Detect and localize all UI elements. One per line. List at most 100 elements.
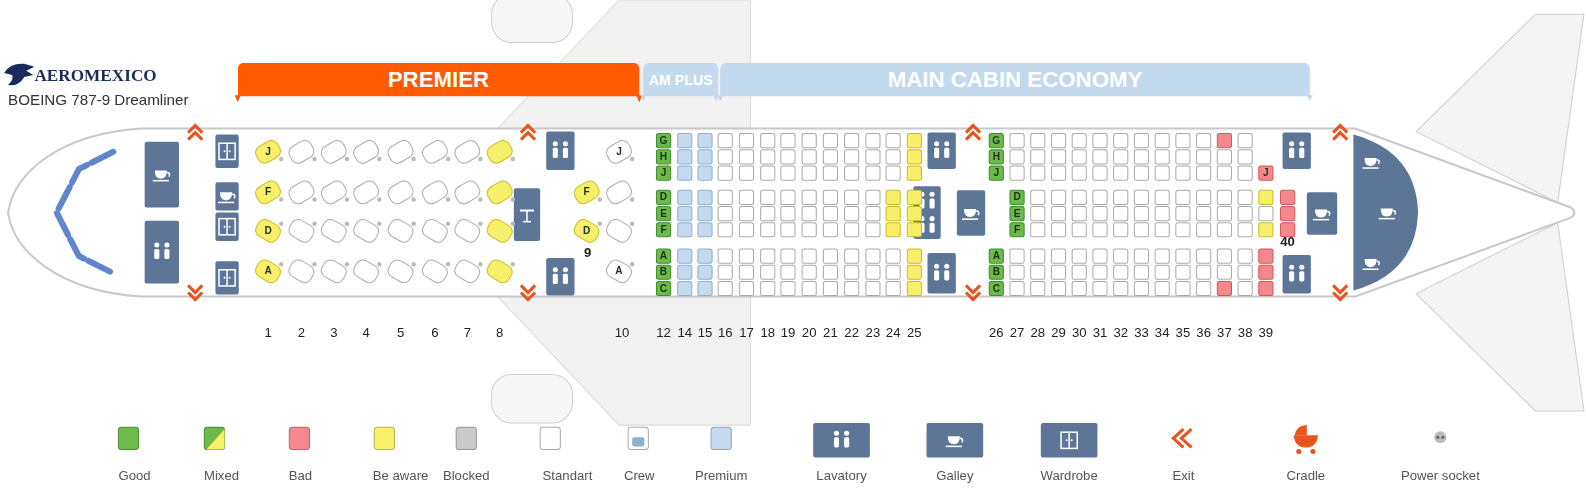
seat (1155, 134, 1169, 148)
seat (1176, 150, 1190, 164)
seat-letter: C (993, 283, 1000, 293)
seat-letter: H (993, 152, 1000, 162)
seat (907, 223, 921, 237)
crew-icon (628, 427, 648, 449)
power-socket (511, 157, 515, 161)
seat (1134, 206, 1148, 220)
seat (761, 281, 775, 295)
seat-letter: G (992, 136, 1000, 146)
seat (866, 265, 880, 279)
row-number: 12 (656, 325, 671, 338)
exit-arrow (1333, 133, 1347, 140)
seat (1072, 265, 1086, 279)
galley-icon (218, 202, 234, 204)
seat (1114, 134, 1128, 148)
seat-letter: D (583, 226, 590, 236)
legend-swatch (374, 427, 394, 449)
seat (678, 190, 692, 204)
premier-seat-shell (485, 138, 515, 166)
row-number: 19 (781, 325, 796, 338)
seat (1134, 265, 1148, 279)
seat (866, 190, 880, 204)
seat (1259, 223, 1273, 237)
row-number: 37 (1217, 325, 1232, 338)
lavatory-icon (563, 148, 568, 158)
seat (823, 190, 837, 204)
seat (1155, 190, 1169, 204)
power-socket (478, 157, 482, 161)
premier-seat-shell (253, 217, 283, 245)
premier-seat-shell (485, 217, 515, 245)
seat (907, 265, 921, 279)
lavatory-icon (553, 267, 558, 272)
power-socket (312, 221, 316, 225)
lavatory-icon (553, 274, 558, 284)
seat (1134, 249, 1148, 263)
premier-seat-shell (572, 178, 602, 206)
seat (739, 281, 753, 295)
lavatory-icon (930, 198, 935, 208)
seat (886, 190, 900, 204)
galley-icon (964, 209, 976, 217)
premier-seat (253, 257, 283, 285)
exit-arrow (521, 285, 535, 292)
premier-seat (572, 217, 602, 245)
seat (1031, 249, 1045, 263)
premier-seat (385, 217, 415, 245)
fixture (928, 133, 956, 169)
row-number: 3 (330, 325, 337, 338)
galley-icon (976, 211, 979, 215)
seat (739, 134, 753, 148)
seat (781, 249, 795, 263)
seat-letter: J (616, 147, 622, 157)
seat-letter: B (993, 267, 1000, 277)
fixture (215, 135, 238, 168)
seat (1072, 281, 1086, 295)
seat (823, 206, 837, 220)
premier-seat (351, 178, 381, 206)
legend-label: Blocked (443, 469, 490, 482)
seat (845, 223, 859, 237)
seat (739, 206, 753, 220)
seat (823, 166, 837, 180)
power-socket (312, 197, 316, 201)
seat (678, 265, 692, 279)
seat (845, 249, 859, 263)
wardrobe-icon (219, 143, 235, 159)
premier-seat-shell (319, 138, 349, 166)
seat-letter: D (1013, 192, 1020, 202)
seat (1072, 150, 1086, 164)
power-socket (598, 221, 602, 225)
seat-letter: A (993, 251, 1000, 261)
power-socket (279, 262, 283, 266)
seat (1176, 206, 1190, 220)
legend-label: Bad (289, 469, 312, 482)
seat (1281, 190, 1295, 204)
wardrobe-icon (226, 219, 228, 235)
seat (1072, 249, 1086, 263)
seat (1031, 134, 1045, 148)
galley-icon (946, 446, 962, 448)
row-number: 23 (866, 325, 881, 338)
row-number: 6 (431, 325, 438, 338)
row-number: 35 (1176, 325, 1191, 338)
seat (1051, 223, 1065, 237)
lavatory-icon (834, 431, 839, 436)
fixture (1283, 133, 1311, 169)
fixture (546, 258, 574, 295)
lavatory-icon (930, 216, 935, 221)
seat (1176, 223, 1190, 237)
wardrobe-icon (229, 150, 231, 152)
row-number: 39 (1259, 325, 1274, 338)
seat (1197, 249, 1211, 263)
lavatory-icon (164, 242, 169, 247)
seat (823, 249, 837, 263)
power-socket (411, 262, 415, 266)
power-socket (511, 197, 515, 201)
section-band: MAIN CABIN ECONOMY (720, 63, 1310, 96)
power-socket (478, 221, 482, 225)
row-number: 5 (397, 325, 404, 338)
premier-seat (385, 257, 415, 285)
row-number: 10 (615, 325, 630, 338)
